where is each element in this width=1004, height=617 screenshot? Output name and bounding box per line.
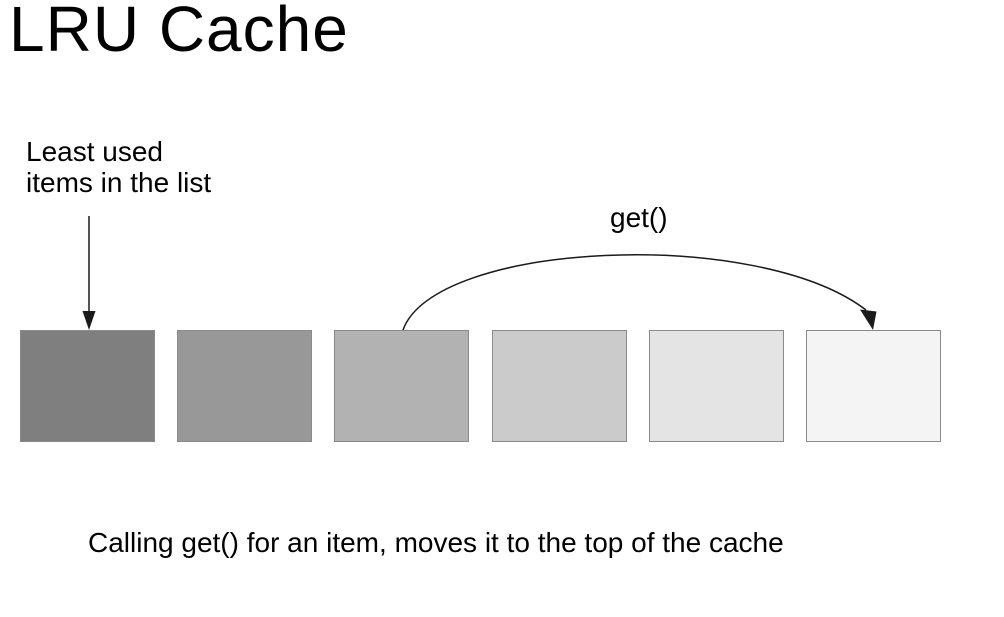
cache-item-1 xyxy=(20,330,155,442)
cache-item-6 xyxy=(806,330,941,442)
cache-item-3 xyxy=(334,330,469,442)
page-title: LRU Cache xyxy=(9,0,349,65)
cache-item-4 xyxy=(492,330,627,442)
get-call-label: get() xyxy=(610,202,668,233)
caption: Calling get() for an item, moves it to t… xyxy=(88,527,784,558)
cache-item-2 xyxy=(177,330,312,442)
least-used-label: Least used items in the list xyxy=(26,136,212,198)
cache-item-5 xyxy=(649,330,784,442)
